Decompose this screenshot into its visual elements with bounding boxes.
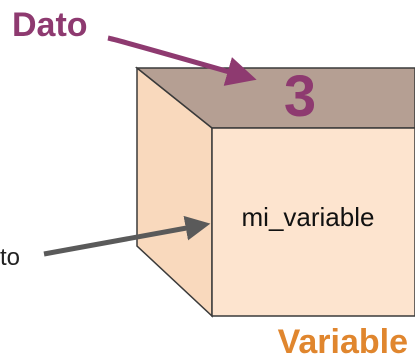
- box-front-face: [211, 127, 415, 317]
- variable-caption: Variable: [278, 323, 408, 361]
- variable-name-label: mi_variable: [242, 202, 375, 232]
- stored-value: 3: [284, 64, 316, 129]
- arrow-right-icon: [43, 215, 211, 257]
- left-partial-label: to: [0, 244, 20, 271]
- arrow-right-down-icon: [107, 35, 257, 86]
- dato-label: Dato: [12, 6, 88, 44]
- box-top-face: [134, 67, 415, 129]
